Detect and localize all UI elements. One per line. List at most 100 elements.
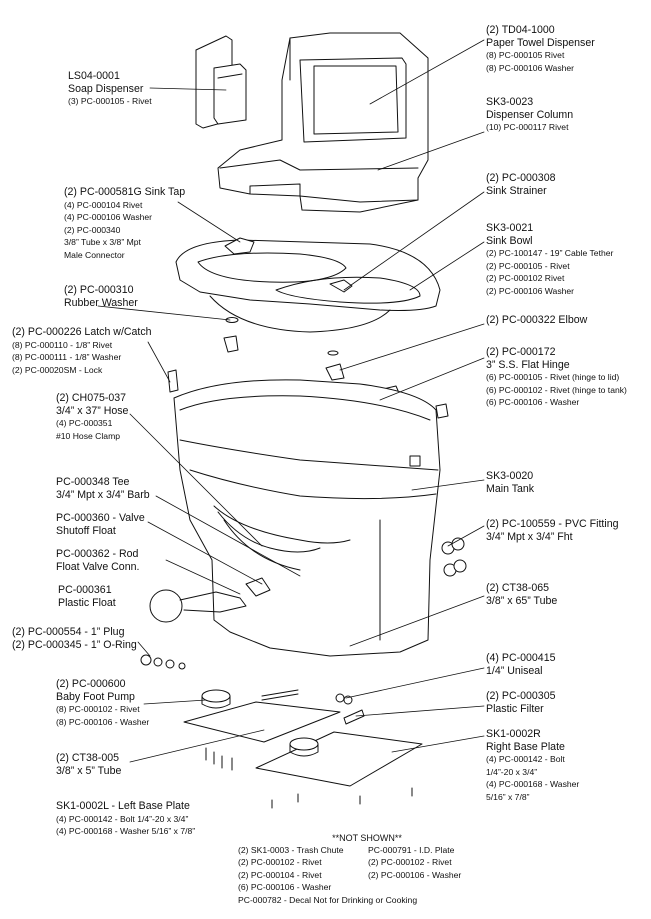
label-part: (8) PC-000105 Rivet xyxy=(486,50,565,61)
label-paper-towel-dispenser: (2) TD04-1000 Paper Towel Dispenser (8) … xyxy=(486,24,595,74)
label-title: (2) CT38-065 xyxy=(486,582,549,594)
label-sink-tap: (2) PC-000581G Sink Tap (4) PC-000104 Ri… xyxy=(64,186,185,262)
label-title: (2) CT38-005 xyxy=(56,752,119,764)
label-part: (6) PC-000106 - Washer xyxy=(486,397,580,408)
label-plug-oring: (2) PC-000554 - 1” Plug (2) PC-000345 - … xyxy=(12,626,137,651)
label-part: 5/16” x 7/8” xyxy=(486,791,530,802)
label-title: (2) PC-000308 xyxy=(486,172,556,184)
label-name: Sink Strainer xyxy=(486,184,547,197)
label-left-base-plate: SK1-0002L - Left Base Plate (4) PC-00014… xyxy=(56,800,195,838)
label-name: (2) PC-000345 - 1” O-Ring xyxy=(12,638,137,651)
label-title: (2) TD04-1000 xyxy=(486,24,555,36)
label-title: (4) PC-000415 xyxy=(486,652,556,664)
not-shown-item: (2) SK1-0003 - Trash Chute xyxy=(238,845,344,855)
label-plastic-float: PC-000361 Plastic Float xyxy=(58,584,116,609)
label-title: PC-000360 - Valve xyxy=(56,512,145,524)
label-title: (2) PC-000172 xyxy=(486,346,556,358)
label-name: 3” S.S. Flat Hinge xyxy=(486,358,570,371)
label-part: (4) PC-000168 - Washer xyxy=(486,779,580,790)
not-shown-item: PC-000791 - I.D. Plate xyxy=(368,845,455,855)
label-name: Float Valve Conn. xyxy=(56,560,140,573)
sink-bowl-illustration xyxy=(175,237,441,333)
soap-dispenser-illustration xyxy=(195,35,247,129)
label-title: (2) PC-000600 xyxy=(56,678,126,690)
leader-lines xyxy=(97,39,485,763)
label-title: PC-000361 xyxy=(58,584,112,596)
label-right-base-plate: SK1-0002R Right Base Plate (4) PC-000142… xyxy=(486,728,579,804)
label-title: SK3-0020 xyxy=(486,470,534,482)
not-shown-item: (2) PC-000104 - Rivet xyxy=(238,869,322,880)
label-dispenser-column: SK3-0023 Dispenser Column (10) PC-000117… xyxy=(486,96,573,134)
label-title: SK1-0002L - Left Base Plate xyxy=(56,800,190,812)
label-rod: PC-000362 - Rod Float Valve Conn. xyxy=(56,548,139,573)
label-name: Plastic Float xyxy=(58,596,116,609)
label-title: SK3-0021 xyxy=(486,222,534,234)
label-rubber-washer: (2) PC-000310 Rubber Washer xyxy=(64,284,138,309)
not-shown-item: (2) PC-000102 - Rivet xyxy=(368,857,452,868)
label-valve: PC-000360 - Valve Shutoff Float xyxy=(56,512,145,537)
label-part: (8) PC-000110 - 1/8” Rivet xyxy=(12,339,113,350)
label-name: Sink Bowl xyxy=(486,234,533,247)
label-part: (2) PC-100147 - 19” Cable Tether xyxy=(486,248,614,259)
label-part: (4) PC-000104 Rivet xyxy=(64,199,143,210)
label-title: SK1-0002R xyxy=(486,728,541,740)
label-name: Plastic Filter xyxy=(486,702,544,715)
label-name: 1/4” Uniseal xyxy=(486,664,543,677)
label-title: (2) PC-000305 xyxy=(486,690,556,702)
label-title: PC-000362 - Rod xyxy=(56,548,139,560)
dispenser-column-illustration xyxy=(217,32,429,213)
label-part: (3) PC-000105 - Rivet xyxy=(68,96,152,107)
label-name: Right Base Plate xyxy=(486,740,565,753)
label-part: (10) PC-000117 Rivet xyxy=(486,122,569,133)
label-title: (2) PC-100559 - PVC Fitting xyxy=(486,518,619,530)
plastic-float-illustration xyxy=(149,589,183,623)
label-name: Shutoff Float xyxy=(56,524,116,537)
label-elbow: (2) PC-000322 Elbow xyxy=(486,314,587,327)
label-part: (4) PC-000142 - Bolt xyxy=(486,754,565,765)
label-part: (2) PC-000340 xyxy=(64,224,121,235)
not-shown-col-2: PC-000791 - I.D. Plate (2) PC-000102 - R… xyxy=(368,844,461,881)
label-name: Main Tank xyxy=(486,482,535,495)
not-shown-title: **NOT SHOWN** xyxy=(332,833,402,843)
label-title: (2) PC-000322 Elbow xyxy=(486,314,588,326)
label-title: (2) PC-000310 xyxy=(64,284,134,296)
label-uniseal: (4) PC-000415 1/4” Uniseal xyxy=(486,652,556,677)
label-part: (8) PC-000106 Washer xyxy=(486,62,575,73)
label-part: (8) PC-000102 - Rivet xyxy=(56,704,140,715)
label-main-tank: SK3-0020 Main Tank xyxy=(486,470,534,495)
right-base-plate-illustration xyxy=(255,731,423,809)
main-tank-illustration xyxy=(173,379,441,657)
label-name: 3/8” x 65” Tube xyxy=(486,594,558,607)
label-name: 3/8” x 5” Tube xyxy=(56,764,122,777)
label-part: (6) PC-000105 - Rivet (hinge to lid) xyxy=(486,372,620,383)
not-shown-item: (6) PC-000106 - Washer xyxy=(238,882,332,893)
label-soap-dispenser: LS04-0001 Soap Dispenser (3) PC-000105 -… xyxy=(68,70,152,108)
label-tube-65: (2) CT38-065 3/8” x 65” Tube xyxy=(486,582,557,607)
label-part: (2) PC-000105 - Rivet xyxy=(486,260,570,271)
label-sink-bowl: SK3-0021 Sink Bowl (2) PC-100147 - 19” C… xyxy=(486,222,613,298)
label-name: Dispenser Column xyxy=(486,108,574,121)
label-part: (2) PC-00020SM - Lock xyxy=(12,364,103,375)
label-title: (2) CH075-037 xyxy=(56,392,127,404)
label-part: 3/8” Tube x 3/8” Mpt xyxy=(64,237,141,248)
label-hose: (2) CH075-037 3/4” x 37” Hose (4) PC-000… xyxy=(56,392,128,442)
not-shown-col-1: (2) SK1-0003 - Trash Chute (2) PC-000102… xyxy=(238,844,344,894)
label-title: PC-000348 Tee xyxy=(56,476,130,488)
label-part: (4) PC-000168 - Washer 5/16” x 7/8” xyxy=(56,826,196,837)
label-pvc-fitting: (2) PC-100559 - PVC Fitting 3/4” Mpt x 3… xyxy=(486,518,618,543)
label-name: Rubber Washer xyxy=(64,296,138,309)
label-name: 3/4” Mpt x 3/4” Barb xyxy=(56,488,150,501)
label-name: Paper Towel Dispenser xyxy=(486,36,595,49)
label-foot-pump: (2) PC-000600 Baby Foot Pump (8) PC-0001… xyxy=(56,678,149,728)
label-latch: (2) PC-000226 Latch w/Catch (8) PC-00011… xyxy=(12,326,152,376)
label-title: (2) PC-000226 Latch w/Catch xyxy=(12,326,152,338)
label-part: (4) PC-000351 xyxy=(56,418,113,429)
label-tee: PC-000348 Tee 3/4” Mpt x 3/4” Barb xyxy=(56,476,150,501)
label-title: (2) PC-000554 - 1” Plug xyxy=(12,626,125,638)
label-name: Baby Foot Pump xyxy=(56,690,135,703)
label-sink-strainer: (2) PC-000308 Sink Strainer xyxy=(486,172,556,197)
label-title: SK3-0023 xyxy=(486,96,534,108)
label-name: 3/4” Mpt x 3/4” Fht xyxy=(486,530,573,543)
left-base-plate-illustration xyxy=(183,689,341,771)
label-name: Soap Dispenser xyxy=(68,82,144,95)
